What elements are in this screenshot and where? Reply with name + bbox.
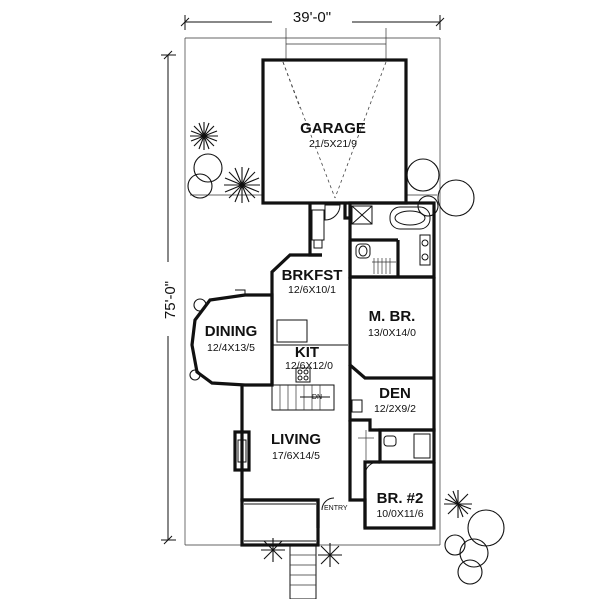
kit-name: KIT: [295, 344, 319, 361]
brkfst-name: BRKFST: [282, 267, 343, 284]
tree-icon: [318, 543, 342, 567]
depth-dimension: 75'-0": [156, 50, 180, 545]
kitchen-block: BRKFST 12/6X10/1 KIT 12/6X12/0: [270, 240, 434, 385]
br2-size: 10/0X11/6: [376, 508, 423, 520]
front-porch: ENTRY: [240, 497, 348, 547]
mbr-name: M. BR.: [369, 308, 416, 325]
shrub-icon: [187, 153, 223, 199]
dining-size: 12/4X13/5: [207, 342, 255, 354]
den-size: 12/2X9/2: [374, 403, 416, 415]
connector: [308, 203, 350, 257]
dining-room: DINING 12/4X13/5: [190, 289, 274, 387]
shrub-icon: [189, 298, 207, 381]
tree-icon: [190, 122, 218, 150]
width-label: 39'-0": [293, 9, 331, 26]
den-name: DEN: [379, 385, 411, 402]
living-size: 17/6X14/5: [272, 450, 320, 462]
driveway: [285, 28, 387, 60]
width-dimension: 39'-0": [180, 8, 445, 30]
shrub-icon: [444, 509, 505, 585]
master-bedroom: M. BR. 13/0X14/0: [348, 277, 436, 380]
front-walk: [289, 544, 317, 599]
kit-size: 12/6X12/0: [285, 360, 333, 372]
mbr-size: 13/0X14/0: [368, 327, 416, 339]
dining-name: DINING: [205, 323, 258, 340]
tree-icon: [444, 490, 472, 518]
depth-label: 75'-0": [162, 281, 179, 319]
tree-icon: [261, 538, 285, 562]
shrub-icon: [406, 158, 475, 217]
entry-label: ENTRY: [324, 505, 348, 512]
garage-name: GARAGE: [300, 120, 366, 137]
stairs: DN: [271, 384, 335, 411]
garage-room: GARAGE 21/5X21/9: [261, 58, 408, 205]
hall-bath: [358, 428, 436, 464]
brkfst-size: 12/6X10/1: [288, 284, 336, 296]
den-room: DEN 12/2X9/2: [348, 365, 436, 432]
living-name: LIVING: [271, 431, 321, 448]
tree-icon: [224, 167, 260, 203]
stair-label: DN: [312, 394, 322, 401]
bedroom-2: BR. #2 10/0X11/6: [363, 460, 436, 530]
br2-name: BR. #2: [377, 490, 424, 507]
garage-size: 21/5X21/9: [309, 138, 357, 150]
